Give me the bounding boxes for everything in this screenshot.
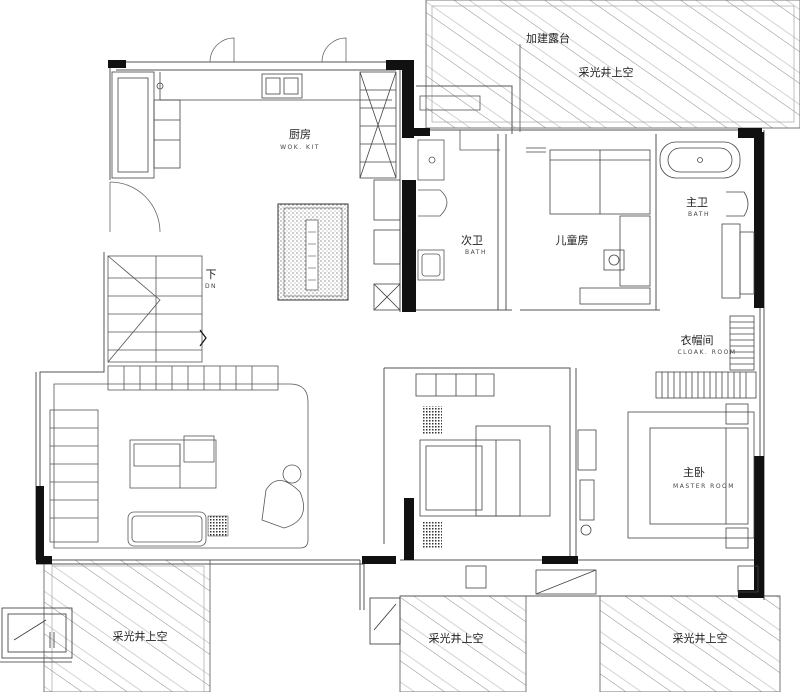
bottom-center-booth	[369, 597, 401, 645]
cloak-room-wardrobe	[655, 315, 757, 399]
void-bottom-left	[43, 559, 211, 692]
label-kitchen: 厨房	[289, 128, 311, 141]
label-master-room-en: MASTER ROOM	[673, 483, 735, 490]
label-master-bath-en: BATH	[688, 211, 710, 218]
living-area	[49, 383, 309, 549]
label-balcony: 加建露台	[526, 31, 570, 45]
label-master-room: 主卧	[683, 466, 705, 479]
label-cloak-room-en: CLOAK. ROOM	[677, 349, 736, 356]
bedroom-furniture	[415, 373, 597, 595]
label-second-bath-en: BATH	[465, 249, 487, 256]
label-void-bottom-center: 采光井上空	[429, 631, 484, 645]
master-room-furniture	[577, 403, 759, 593]
void-top	[425, 0, 800, 129]
label-master-bath: 主卫	[686, 196, 708, 209]
living-rug	[207, 515, 229, 537]
staircase	[107, 255, 279, 391]
label-void-bottom-left: 采光井上空	[113, 629, 168, 643]
kitchen-island	[277, 203, 349, 301]
bottom-left-booth	[0, 607, 73, 663]
kitchen-furniture	[111, 71, 401, 311]
bedside-pattern-bottom	[422, 522, 442, 548]
entry-door-swing	[109, 181, 161, 233]
wall-columns	[36, 60, 764, 598]
label-kids-room: 儿童房	[556, 233, 589, 247]
label-kitchen-en: WOK. KIT	[280, 144, 320, 151]
label-second-bath: 次卫	[461, 233, 483, 247]
wall-outlines	[35, 61, 780, 610]
kids-room-furniture	[526, 147, 651, 305]
label-void-top: 采光井上空	[579, 65, 634, 79]
label-stair-en: DN	[205, 283, 217, 290]
bedside-pattern-top	[422, 406, 442, 434]
master-bath-fixtures	[659, 141, 755, 299]
second-bath-fixtures	[417, 95, 500, 281]
label-stair: 下	[206, 268, 217, 281]
kitchen-top-doors	[209, 37, 347, 63]
room-labels: 厨房 WOK. KIT 下 DN 次卫 BATH 儿童房 主卫 BATH 衣帽间…	[113, 31, 736, 645]
label-void-bottom-right: 采光井上空	[673, 631, 728, 645]
label-cloak-room: 衣帽间	[681, 333, 714, 347]
